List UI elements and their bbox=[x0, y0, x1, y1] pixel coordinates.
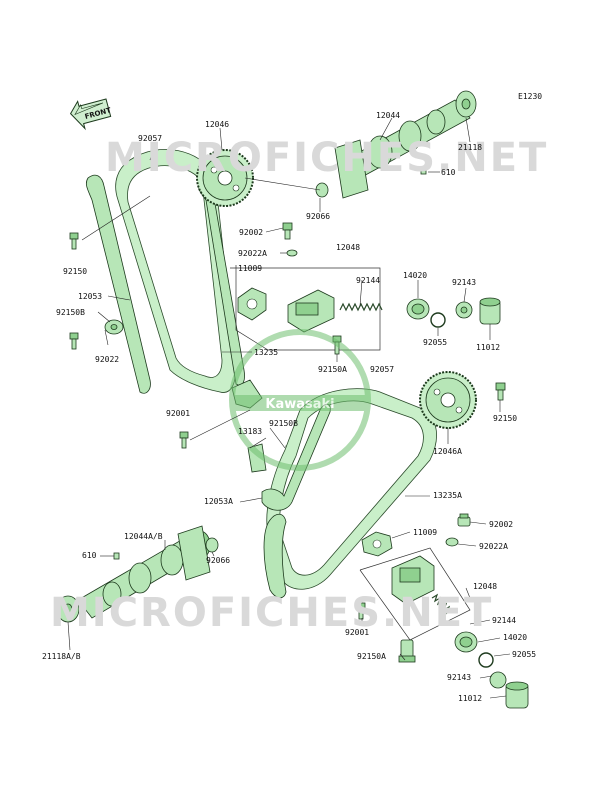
label-12046A: 12046A bbox=[433, 447, 462, 456]
label-92022: 92022 bbox=[95, 355, 120, 364]
label-92001-upper: 92001 bbox=[166, 409, 191, 418]
bolt-92150-lower bbox=[495, 382, 506, 401]
spring-92144-upper bbox=[339, 302, 383, 312]
cap-14020-lower bbox=[454, 631, 478, 653]
label-11009-upper: 11009 bbox=[238, 264, 263, 273]
label-12048-lower: 12048 bbox=[473, 582, 498, 591]
label-11009-lower: 11009 bbox=[413, 528, 438, 537]
label-92002-upper: 92002 bbox=[239, 228, 264, 237]
label-12048-upper: 12048 bbox=[336, 243, 361, 252]
label-92022A-lower: 92022A bbox=[479, 542, 508, 551]
label-12053A: 12053A bbox=[204, 497, 233, 506]
label-12044AB: 12044A/B bbox=[124, 532, 163, 541]
label-12053: 12053 bbox=[78, 292, 103, 301]
label-92143-upper: 92143 bbox=[452, 278, 477, 287]
label-92144-lower: 92144 bbox=[492, 616, 517, 625]
bolt-92002-lower bbox=[457, 513, 471, 527]
label-92066-upper: 92066 bbox=[306, 212, 331, 221]
washer-92022A-upper bbox=[286, 249, 298, 257]
spring-92144-lower bbox=[431, 593, 453, 615]
label-92143-lower: 92143 bbox=[447, 673, 472, 682]
cap-21118 bbox=[455, 90, 477, 118]
label-13235: 13235 bbox=[254, 348, 279, 357]
label-21118: 21118 bbox=[458, 143, 483, 152]
label-11012-upper: 11012 bbox=[476, 343, 501, 352]
bolt-92150A-lower bbox=[398, 639, 416, 663]
bolt-92150-upper bbox=[69, 232, 79, 250]
watermark-bottom: MICROFICHES.NET bbox=[50, 590, 494, 636]
label-14020-upper: 14020 bbox=[403, 271, 428, 280]
label-11012-lower: 11012 bbox=[458, 694, 483, 703]
diagram-code: E1230 bbox=[518, 92, 543, 101]
washer-92022A-lower bbox=[445, 537, 459, 547]
label-92057-lower: 92057 bbox=[370, 365, 395, 374]
label-12044: 12044 bbox=[376, 111, 401, 120]
camshaft-12044 bbox=[334, 99, 471, 199]
bolt-92001-upper bbox=[179, 431, 189, 449]
label-92150-upper: 92150 bbox=[63, 267, 88, 276]
oring-92055-lower bbox=[478, 652, 494, 668]
sprocket-12046A bbox=[419, 371, 477, 429]
sprocket-12046 bbox=[196, 149, 254, 207]
tensioner-12048-upper bbox=[287, 289, 335, 333]
cam-chain-92057-upper bbox=[115, 148, 237, 393]
gasket-11009-upper bbox=[237, 287, 267, 321]
watermark-top: MICROFICHES.NET bbox=[105, 135, 549, 181]
label-92144-upper: 92144 bbox=[356, 276, 381, 285]
label-12046: 12046 bbox=[205, 120, 230, 129]
label-92150B-lower: 92150B bbox=[269, 419, 298, 428]
label-610-lower: 610 bbox=[82, 551, 97, 560]
label-92150A-upper: 92150A bbox=[318, 365, 347, 374]
kawasaki-logo: Kawasaki bbox=[229, 329, 371, 471]
camshaft-12044AB bbox=[77, 525, 211, 619]
dowel-92066-upper bbox=[315, 182, 329, 198]
label-92150A-lower: 92150A bbox=[357, 652, 386, 661]
label-92055-lower: 92055 bbox=[512, 650, 537, 659]
label-92001-lower: 92001 bbox=[345, 628, 370, 637]
label-13235A: 13235A bbox=[433, 491, 462, 500]
cap-11012-lower bbox=[505, 681, 529, 709]
bolt-92002-upper bbox=[282, 222, 293, 240]
leader-lines bbox=[67, 117, 511, 699]
cap-14020-upper bbox=[406, 298, 430, 320]
dowel-92066-lower bbox=[205, 537, 219, 553]
bolt-92001-lower bbox=[356, 602, 366, 620]
chain-guide-12053 bbox=[85, 174, 151, 394]
bolt-92150B-upper bbox=[69, 332, 79, 350]
label-92057-upper: 92057 bbox=[138, 134, 163, 143]
label-13183: 13183 bbox=[238, 427, 263, 436]
label-92066-lower: 92066 bbox=[206, 556, 231, 565]
label-92150B-upper: 92150B bbox=[56, 308, 85, 317]
cap-11012-upper bbox=[479, 297, 501, 325]
label-92055-upper: 92055 bbox=[423, 338, 448, 347]
tensioner-12048-lower bbox=[391, 555, 435, 605]
label-92002-lower: 92002 bbox=[489, 520, 514, 529]
label-92022A-upper: 92022A bbox=[238, 249, 267, 258]
logo-text: Kawasaki bbox=[265, 397, 334, 412]
gasket-11009-lower bbox=[361, 531, 393, 557]
front-arrow-icon: FRONT bbox=[69, 98, 112, 131]
label-610-upper: 610 bbox=[441, 168, 456, 177]
label-92150-lower: 92150 bbox=[493, 414, 518, 423]
oring-92055-upper bbox=[430, 312, 446, 328]
pin-610-upper bbox=[420, 167, 427, 175]
pin-610-lower bbox=[113, 552, 120, 560]
collar-92143-lower bbox=[489, 671, 507, 689]
tensioner-guide-13235A bbox=[263, 513, 287, 599]
label-21118AB: 21118A/B bbox=[42, 652, 81, 661]
label-14020-lower: 14020 bbox=[503, 633, 528, 642]
